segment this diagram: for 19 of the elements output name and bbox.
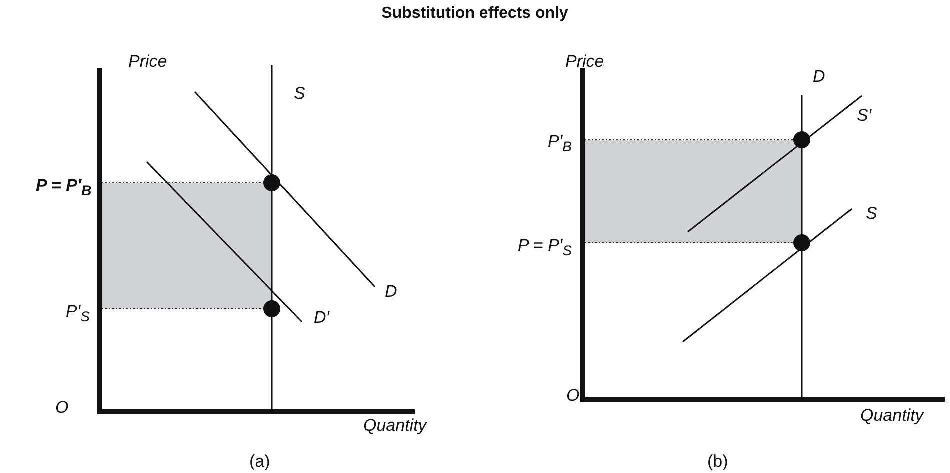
price-label: P = P′$_{S}$: [518, 236, 572, 262]
origin-label: O: [566, 386, 580, 406]
panel-label: (b): [708, 452, 728, 472]
curve-label: S′: [857, 106, 872, 126]
panel-label: (a): [250, 452, 270, 472]
chart-title: Substitution effects only: [380, 4, 570, 24]
axis-label: Price: [566, 52, 604, 72]
price-label: P′$_{S}$: [66, 302, 90, 328]
origin-label: O: [56, 398, 69, 418]
curve-label: S: [866, 204, 878, 224]
axis-label: Price: [128, 52, 168, 72]
curve-label: D′: [314, 308, 330, 328]
price-label: P = P′$_{B}$: [36, 176, 92, 202]
curve-label: D: [813, 67, 826, 87]
axis-label: Quantity: [364, 416, 427, 436]
axis-label: Quantity: [860, 406, 924, 426]
curve-label: S: [294, 84, 306, 104]
curve-label: D: [385, 282, 398, 302]
price-label: P′$_{B}$: [548, 132, 572, 158]
